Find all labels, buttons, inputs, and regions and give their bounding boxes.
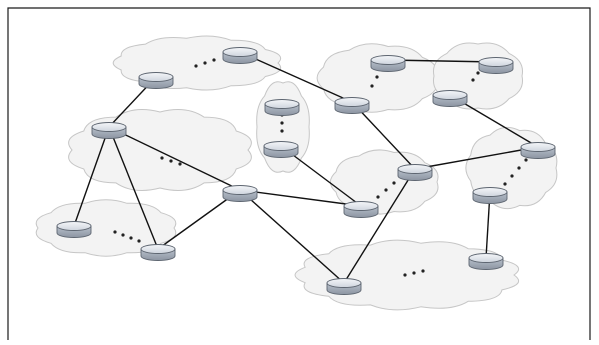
network-link: [351, 101, 416, 170]
router-icon: [91, 122, 127, 139]
network-links: [73, 51, 539, 284]
ellipsis-dot: [376, 195, 380, 199]
ellipsis-dot: [129, 236, 133, 240]
ellipsis-dot: [524, 158, 528, 162]
router-icon: [140, 244, 176, 261]
router-icon: [138, 72, 174, 89]
routers: [56, 47, 556, 295]
ellipsis-dot: [403, 273, 407, 277]
network-link: [239, 189, 345, 284]
ellipsis-dot: [178, 162, 182, 166]
ellipsis-dots: [113, 230, 141, 243]
router-icon: [472, 187, 508, 204]
ellipsis-dot: [392, 181, 396, 185]
ellipsis-dot: [212, 58, 216, 62]
ellipsis-dot: [280, 121, 284, 125]
network-link: [414, 146, 539, 170]
network-link: [108, 126, 159, 250]
ellipsis-dot: [160, 156, 164, 160]
network-link: [73, 126, 110, 227]
ellipsis-dot: [510, 174, 514, 178]
router-icon: [264, 99, 300, 116]
router-icon: [326, 278, 362, 295]
router-icon: [478, 57, 514, 74]
network-cloud: [68, 109, 252, 191]
ellipsis-dot: [169, 159, 173, 163]
ellipsis-dots: [194, 58, 216, 68]
router-icon: [222, 185, 258, 202]
ellipsis-dot: [137, 239, 141, 243]
network-cloud: [294, 239, 520, 311]
ellipsis-dot: [412, 271, 416, 275]
network-cloud: [112, 35, 282, 91]
router-icon: [432, 90, 468, 107]
router-icon: [468, 253, 504, 270]
network-link: [387, 59, 497, 63]
network-link: [108, 126, 241, 191]
ellipsis-dot: [476, 71, 480, 75]
router-icon: [370, 55, 406, 72]
router-icon: [263, 141, 299, 158]
ellipsis-dots: [160, 156, 182, 166]
network-cloud: [256, 81, 310, 173]
ellipsis-dots: [503, 158, 528, 186]
ellipsis-dot: [384, 188, 388, 192]
router-icon: [397, 164, 433, 181]
router-icon: [343, 201, 379, 218]
ellipsis-dot: [471, 78, 475, 82]
router-icon: [520, 142, 556, 159]
network-link: [239, 51, 353, 103]
ellipsis-dot: [194, 64, 198, 68]
router-icon: [334, 97, 370, 114]
ellipsis-dots: [403, 269, 425, 277]
router-icon: [222, 47, 258, 64]
network-link: [343, 168, 416, 284]
network-link: [239, 189, 362, 207]
ellipsis-groups: [113, 58, 528, 277]
router-icon: [56, 221, 92, 238]
ellipsis-dot: [113, 230, 117, 234]
ellipsis-dot: [517, 166, 521, 170]
ellipsis-dot: [203, 61, 207, 65]
ellipsis-dot: [121, 233, 125, 237]
ellipsis-dot: [375, 75, 379, 79]
ellipsis-dot: [280, 129, 284, 133]
ellipsis-dot: [503, 182, 507, 186]
ellipsis-dot: [370, 84, 374, 88]
ellipsis-dot: [421, 269, 425, 273]
frame-border: [7, 7, 591, 340]
